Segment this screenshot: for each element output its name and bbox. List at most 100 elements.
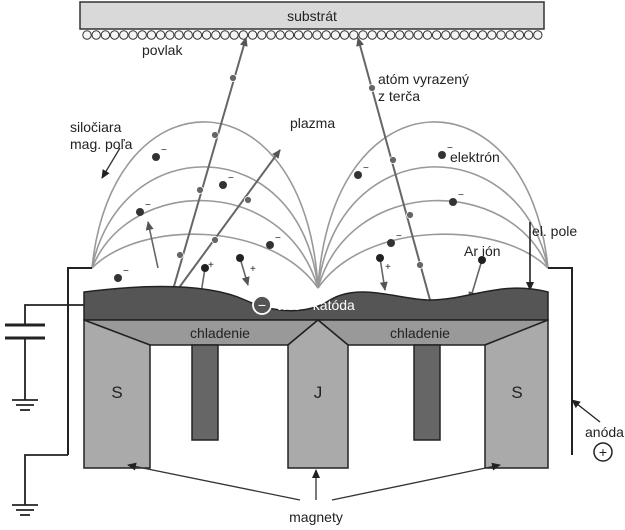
magnets-label: magnety — [289, 509, 343, 525]
coating-particle — [100, 30, 111, 40]
coating-particle — [91, 30, 101, 40]
coating-particle — [266, 30, 276, 40]
ion-charges: + + + — [208, 260, 391, 275]
coating-particle — [137, 30, 147, 40]
sputtered-atoms — [176, 74, 424, 269]
svg-text:−: − — [458, 190, 464, 201]
electron-dot — [152, 153, 160, 161]
magnet-s-right-label: S — [511, 383, 522, 402]
cathode-sign: − — [258, 297, 266, 313]
coating-particle — [422, 30, 433, 40]
coating-particle — [367, 30, 377, 40]
coating-particle — [201, 30, 212, 40]
coating-particle — [165, 30, 175, 40]
magnetic-field-lines — [91, 121, 549, 289]
coating-particle — [119, 30, 129, 40]
electron-dot — [266, 241, 274, 249]
coating-particle — [330, 30, 341, 40]
plasma-label: plazma — [290, 115, 335, 131]
magnet-s-right — [484, 318, 549, 469]
coating-particle — [82, 30, 92, 40]
cooling-left-label: chladenie — [190, 325, 250, 341]
coating-particle — [303, 30, 313, 40]
electron-charges: − − − − − − − − − — [123, 143, 464, 277]
electron-dot — [387, 239, 395, 247]
electric-field-label: el. pole — [532, 223, 577, 239]
electron-dot — [114, 274, 122, 282]
coating-particle — [275, 30, 285, 40]
svg-text:+: + — [250, 264, 256, 275]
svg-text:+: + — [208, 260, 214, 271]
magnet-s-left — [83, 318, 151, 469]
svg-text:−: − — [275, 233, 281, 244]
field-line-label-1: siločiara — [70, 119, 122, 135]
power-circuit — [5, 304, 84, 516]
coating-particle — [247, 30, 258, 40]
magnets-pointers — [127, 462, 501, 501]
coating-particle — [533, 30, 543, 40]
coating-particle — [312, 30, 322, 40]
substrate-plate — [79, 1, 545, 30]
target-cathode-label: terč - katóda — [277, 297, 355, 313]
coating-particle — [192, 30, 203, 40]
coating-particle — [109, 30, 120, 40]
electron-dot — [449, 198, 457, 206]
electron-arrows — [145, 221, 483, 301]
coating-particle — [459, 30, 469, 40]
field-line-pointer — [101, 147, 121, 179]
anode-housing — [67, 267, 573, 455]
cooling-plate — [83, 319, 549, 346]
coating-particle — [441, 30, 451, 40]
coating-particle — [349, 30, 359, 40]
coating-label: povlak — [142, 42, 183, 58]
coating-particle — [487, 30, 497, 40]
anode-pointer — [571, 399, 601, 423]
sputtered-atom-label-2: z terča — [378, 88, 420, 104]
magnet-s-left-label: S — [111, 383, 122, 402]
target-cathode — [83, 285, 549, 321]
svg-text:−: − — [161, 145, 167, 156]
electron-dot — [354, 171, 362, 179]
magnet-j — [287, 319, 349, 469]
coating-particle — [321, 30, 331, 40]
svg-text:−: − — [123, 266, 129, 277]
coating-particle — [523, 30, 534, 40]
coating-layer — [82, 30, 543, 40]
coating-particle — [238, 30, 249, 40]
coating-particle — [146, 30, 157, 40]
coating-particle — [496, 30, 506, 40]
svg-text:−: − — [396, 231, 402, 242]
cooling-channels — [191, 344, 441, 441]
coating-particle — [128, 30, 138, 40]
coating-particle — [376, 30, 387, 40]
anode-label: anóda — [585, 424, 624, 440]
svg-text:+: + — [385, 262, 391, 273]
coating-particle — [385, 30, 396, 40]
svg-text:−: − — [447, 143, 453, 154]
coating-particle — [257, 30, 267, 40]
electron-dot — [136, 208, 144, 216]
substrate-label: substrát — [287, 8, 337, 24]
coating-particle — [505, 30, 515, 40]
field-line-label-2: mag. poľa — [70, 136, 133, 152]
argon-ions — [201, 254, 486, 272]
sputtered-atom-label-1: atóm vyrazený — [378, 71, 469, 87]
coating-particle — [293, 30, 304, 40]
coating-particle — [155, 30, 166, 40]
cathode-sign-circle — [252, 295, 272, 315]
coating-particle — [339, 30, 350, 40]
argon-ion-label: Ar ión — [464, 243, 501, 259]
svg-text:−: − — [145, 200, 151, 211]
cooling-right-label: chladenie — [390, 325, 450, 341]
coating-particle — [183, 30, 193, 40]
coating-particle — [220, 30, 230, 40]
coating-particle — [358, 30, 368, 40]
electron-label: elektrón — [450, 149, 500, 165]
svg-text:−: − — [363, 163, 369, 174]
coating-particle — [229, 30, 239, 40]
coating-particle — [413, 30, 423, 40]
coating-particle — [431, 30, 442, 40]
coating-particle — [174, 30, 184, 40]
